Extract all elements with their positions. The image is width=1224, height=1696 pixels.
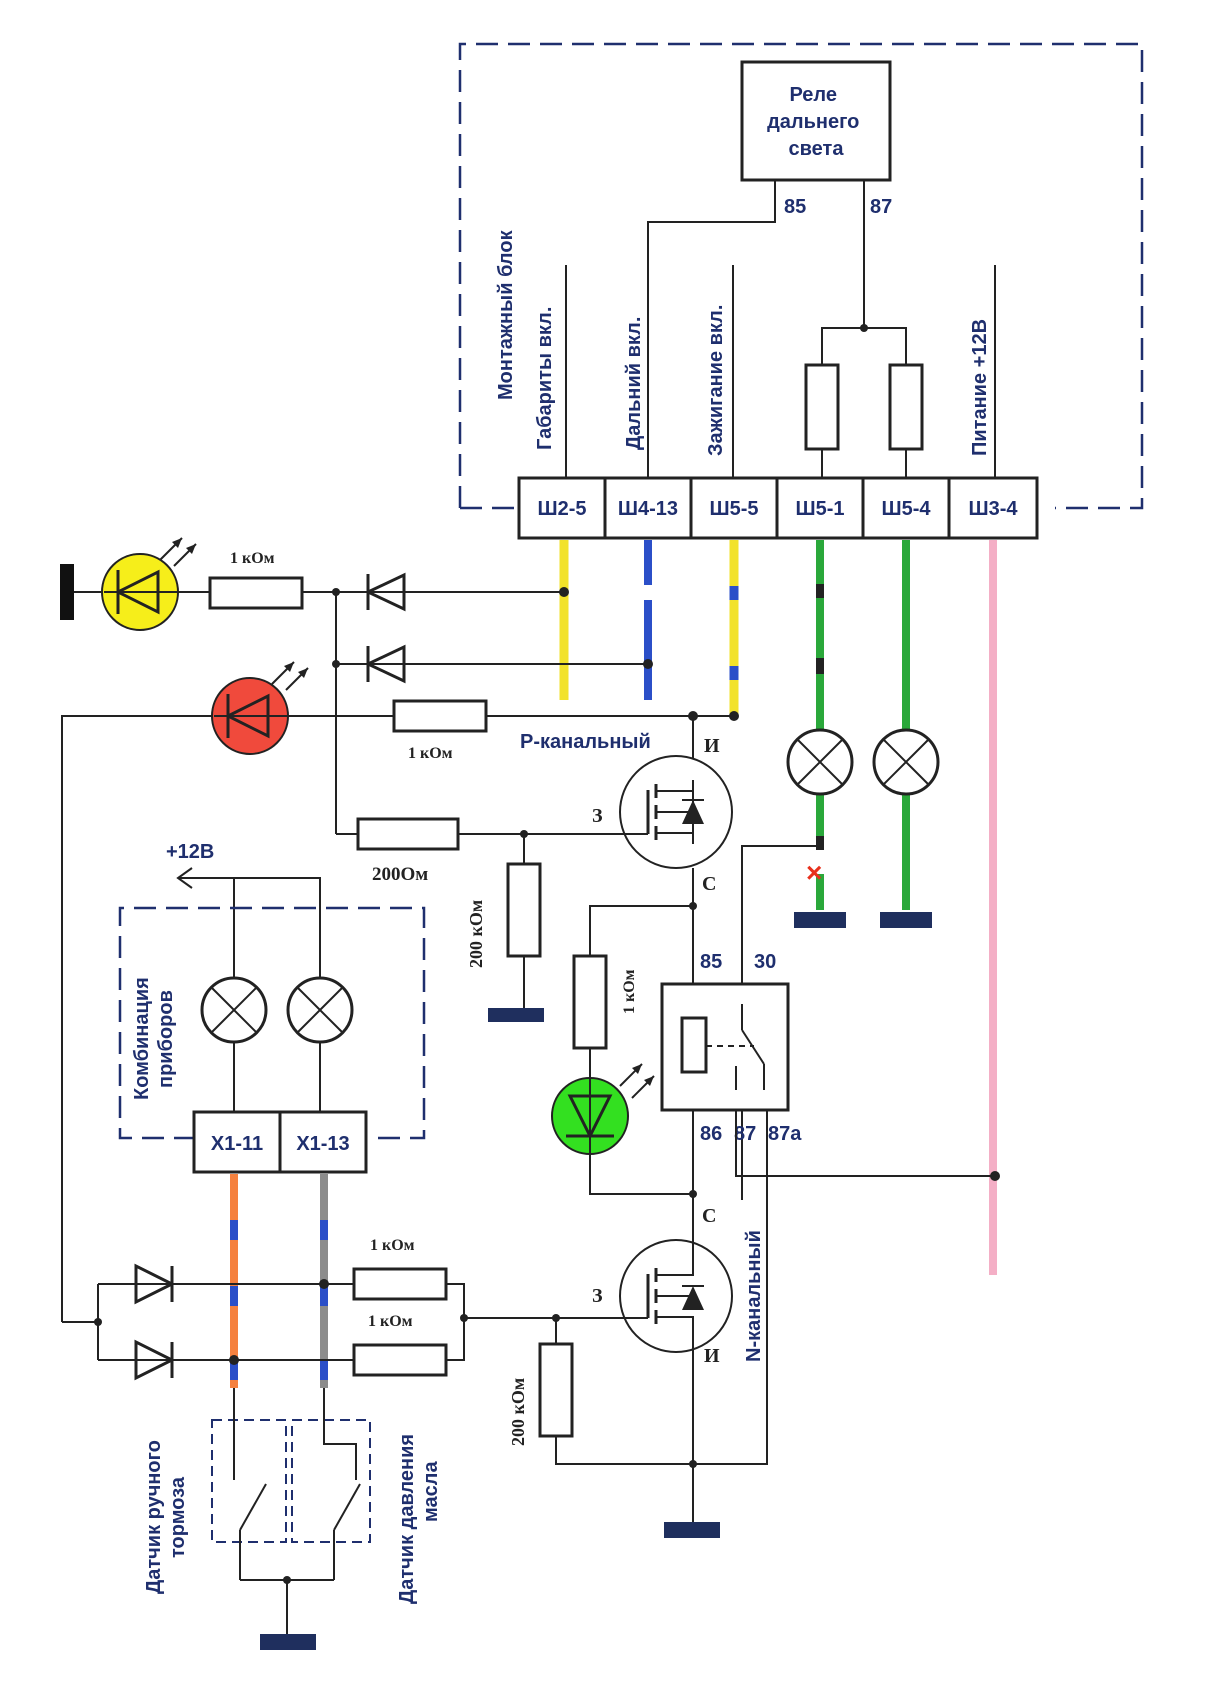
relay-line-3: света (789, 138, 845, 160)
n-mosfet-source-label: И (704, 1345, 720, 1367)
n-mosfet-gate-label: З (592, 1285, 603, 1307)
oil-line-1: Датчик давления (396, 1434, 418, 1604)
p-mosfet-drain-label: С (702, 873, 716, 895)
handbrake-line-2: тормоза (167, 1476, 189, 1558)
diode-3 (134, 1263, 176, 1305)
resistor-1k-red (392, 699, 488, 733)
diode-1 (364, 572, 406, 612)
connector-sh2-5: Ш2-5 (537, 498, 586, 520)
mounting-block-frame (458, 42, 1144, 510)
ground-200k-top (488, 1008, 544, 1022)
cluster-line-2: приборов (155, 990, 177, 1088)
high-beam-relay-box (740, 60, 892, 182)
resistor-200k-top-label: 200 кОм (466, 900, 486, 968)
connector-sh3-4: Ш3-4 (968, 498, 1018, 520)
resistor-1k-red-label: 1 кОм (408, 745, 453, 762)
label-dalniy: Дальний вкл. (623, 317, 645, 450)
resistor-200k-bottom-label: 200 кОм (508, 1378, 528, 1446)
relay-pin-85: 85 (784, 196, 806, 218)
lamp-2 (872, 728, 940, 796)
resistor-1k-bottom-2 (352, 1343, 448, 1377)
relay-pin-30-label: 30 (754, 951, 776, 973)
ground-lamp-2 (880, 912, 932, 928)
relay-pin-85-label: 85 (700, 951, 722, 973)
ground-yellow-led (60, 564, 74, 620)
n-channel-label: N-канальный (743, 1230, 765, 1362)
label-gabarity: Габариты вкл. (534, 307, 556, 450)
lamp-1 (786, 728, 854, 796)
green-led (551, 1063, 655, 1155)
resistor-1k-green-label: 1 кОм (621, 969, 638, 1014)
relay-coil (680, 1016, 708, 1074)
mounting-block-label: Монтажный блок (495, 229, 517, 400)
cluster-line-1: Комбинация (131, 977, 153, 1100)
resistor-1k-yellow (208, 576, 304, 610)
resistor-200ohm (356, 817, 460, 851)
ground-n-mosfet (664, 1522, 720, 1538)
handbrake-switch (233, 1388, 267, 1580)
p-mosfet-source-label: И (704, 735, 720, 757)
ground-lamp-1 (794, 912, 846, 928)
cluster-frame (118, 906, 426, 1140)
n-channel-mosfet (619, 1239, 733, 1353)
plus12v-label: +12В (166, 841, 214, 863)
label-pitanie: Питание +12В (969, 319, 991, 456)
yellow-led (101, 537, 197, 631)
resistor-200k-top (506, 862, 542, 958)
connector-sh5-4: Ш5-4 (881, 498, 931, 520)
relay-line-1: Реле (789, 84, 837, 106)
diode-4 (134, 1339, 176, 1381)
cluster-label: Комбинация приборов (131, 972, 177, 1100)
oil-sensor-label: Датчик давления масла (396, 1428, 442, 1604)
resistor-1k-bottom-2-label: 1 кОм (368, 1313, 413, 1330)
p-mosfet-gate-label: З (592, 805, 603, 827)
connector-sh4-13: Ш4-13 (618, 498, 678, 520)
label-zazhiganie: Зажигание вкл. (705, 305, 727, 456)
resistor-1k-bottom-1-label: 1 кОм (370, 1237, 415, 1254)
relay-pin-87: 87 (870, 196, 892, 218)
ground-sensors (260, 1634, 316, 1650)
connector-row (517, 476, 1039, 540)
p-channel-mosfet (619, 755, 733, 869)
cluster-lamp-1 (200, 976, 268, 1044)
cut-mark-icon: × (806, 857, 822, 888)
resistor-1k-yellow-label: 1 кОм (230, 550, 275, 567)
warning-relay (660, 982, 790, 1112)
connector-x1-11: Х1-11 (211, 1133, 263, 1155)
connector-sh5-5: Ш5-5 (709, 498, 758, 520)
diode-2 (364, 644, 406, 684)
fuse-1 (804, 363, 840, 451)
resistor-1k-green (572, 954, 608, 1050)
resistor-200ohm-label: 200Ом (372, 864, 428, 885)
oil-line-2: масла (420, 1461, 442, 1522)
connector-sh5-1: Ш5-1 (795, 498, 844, 520)
resistor-200k-bottom (538, 1342, 574, 1438)
high-beam-relay-label: Реле дальнего света (767, 84, 865, 160)
resistor-1k-bottom-1 (352, 1267, 448, 1301)
cluster-lamp-2 (286, 976, 354, 1044)
relay-pin-86-label: 86 (700, 1123, 722, 1145)
connector-x1-13: Х1-13 (296, 1133, 349, 1155)
handbrake-sensor-frame (211, 1419, 287, 1543)
p-channel-label: Р-канальный (520, 731, 651, 753)
fuse-2 (888, 363, 924, 451)
n-mosfet-drain-label: С (702, 1205, 716, 1227)
handbrake-line-1: Датчик ручного (143, 1440, 165, 1594)
handbrake-sensor-label: Датчик ручного тормоза (143, 1435, 189, 1594)
oil-pressure-switch (323, 1388, 361, 1580)
relay-line-2: дальнего (767, 111, 859, 133)
relay-pin-87-label: 87 (734, 1123, 756, 1145)
red-led (211, 661, 309, 755)
oil-sensor-frame (291, 1419, 371, 1543)
relay-pin-87a-label: 87а (768, 1123, 802, 1145)
